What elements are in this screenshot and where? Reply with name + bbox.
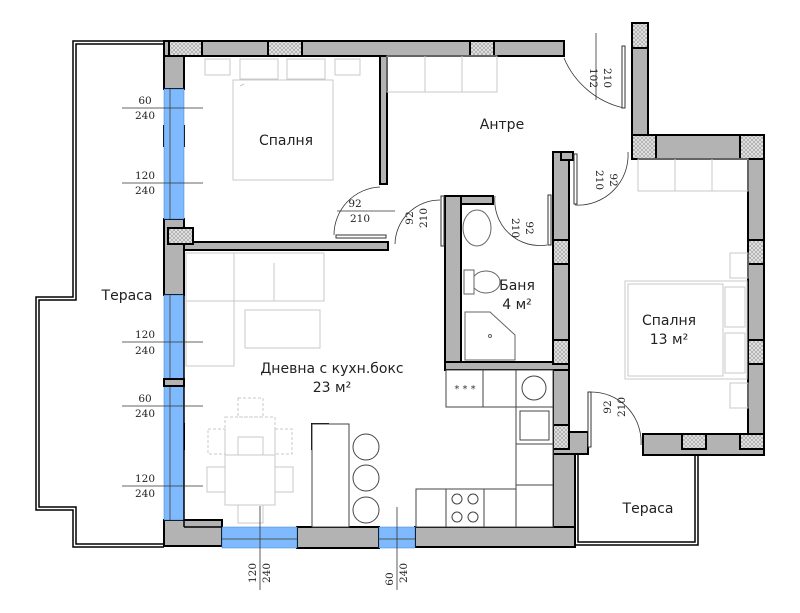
dim-w7-width: 60 xyxy=(384,572,396,585)
bar-counter xyxy=(311,423,380,528)
terrace-south-outline xyxy=(574,455,699,546)
bed-bedroom-1 xyxy=(204,58,361,181)
kitchen: * * * xyxy=(415,369,554,528)
dim-d-bath-width: 92 xyxy=(523,221,535,234)
dim-w6-width: 120 xyxy=(247,563,259,583)
dim-w2-height: 240 xyxy=(135,185,155,197)
sofa xyxy=(185,252,325,367)
dim-d-entry-width: 102 xyxy=(587,68,599,88)
coffee-table xyxy=(244,309,321,349)
dim-d-bedroom2-width: 92 xyxy=(607,173,619,186)
dim-w1-width: 60 xyxy=(138,95,151,107)
wardrobe-hall xyxy=(386,55,498,93)
dim-d-terrace-height: 210 xyxy=(616,397,628,417)
dim-w3-height: 240 xyxy=(135,345,155,357)
dim-w1-height: 240 xyxy=(135,110,155,122)
room-area-bathroom: 4 м² xyxy=(502,297,532,313)
dim-w2-width: 120 xyxy=(135,170,155,182)
dim-d-bath-height: 210 xyxy=(509,218,521,238)
dim-d-bedroom2-height: 210 xyxy=(593,170,605,190)
dim-w5-width: 120 xyxy=(135,473,155,485)
dim-d-living-height: 210 xyxy=(418,208,430,228)
dining-table xyxy=(206,397,294,524)
dim-d-terrace-width: 92 xyxy=(602,400,614,413)
dim-d-bedroom1-width: 92 xyxy=(348,198,361,210)
room-label-bedroom-2: Спалня xyxy=(642,313,696,329)
room-label-hall: Антре xyxy=(480,117,524,133)
room-label-bathroom: Баня xyxy=(499,278,535,294)
room-labels: Спалня Антре Баня 4 м² Спалня 13 м² Днев… xyxy=(101,117,696,517)
dim-d-entry-height: 210 xyxy=(601,68,613,88)
room-label-terrace-south: Тераса xyxy=(622,501,674,517)
dim-w4-width: 60 xyxy=(138,393,151,405)
dimension-lines xyxy=(122,33,597,590)
room-area-bedroom-2: 13 м² xyxy=(650,332,688,348)
door-dimensions: 102 210 92 210 92 210 92 210 92 210 92 2… xyxy=(348,68,628,417)
room-label-bedroom-1: Спалня xyxy=(259,133,313,149)
dim-w3-width: 120 xyxy=(135,329,155,341)
terrace-west-outline xyxy=(35,40,164,548)
dim-w6-height: 240 xyxy=(261,563,273,583)
dim-d-bedroom1-height: 210 xyxy=(350,213,370,225)
room-area-living: 23 м² xyxy=(313,380,351,396)
bed-bedroom-2 xyxy=(624,252,749,409)
west-glazing xyxy=(163,88,185,521)
interior-lines xyxy=(183,250,222,528)
svg-text:* * *: * * * xyxy=(454,384,475,395)
doors xyxy=(333,45,642,448)
room-label-terrace-west: Тераса xyxy=(101,288,153,304)
wardrobe-bedroom-2 xyxy=(637,158,749,192)
dim-w7-height: 240 xyxy=(398,563,410,583)
dim-w5-height: 240 xyxy=(135,488,155,500)
room-label-living: Дневна с кухн.бокс xyxy=(260,361,403,377)
dim-d-living-width: 92 xyxy=(404,211,416,224)
window-dimensions: 60 240 120 240 120 240 60 240 120 240 12… xyxy=(135,95,410,586)
dim-w4-height: 240 xyxy=(135,408,155,420)
south-glazing xyxy=(221,526,416,549)
bathroom-fixtures xyxy=(462,209,516,361)
